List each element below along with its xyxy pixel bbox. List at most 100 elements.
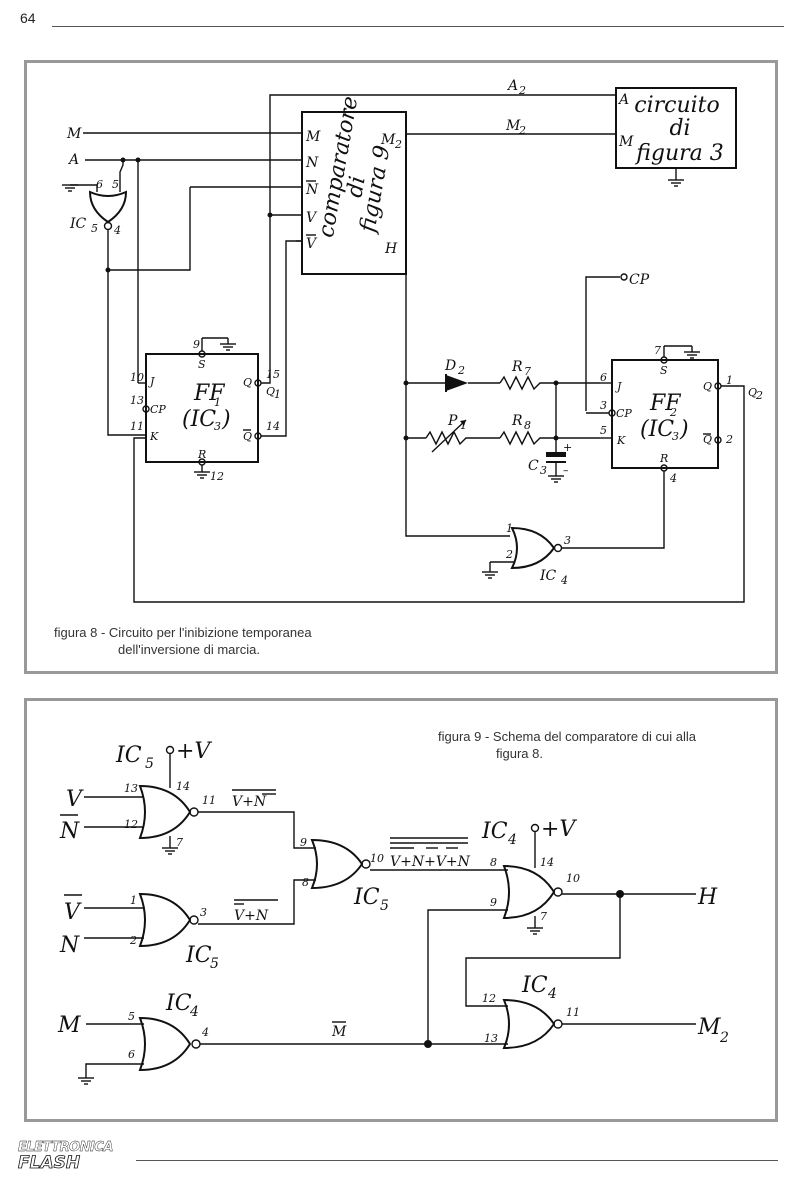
svg-text:+V: +V <box>541 817 577 842</box>
svg-text:7: 7 <box>524 365 531 378</box>
cp-label: CP <box>629 272 650 288</box>
svg-text:FF: FF <box>193 381 225 406</box>
svg-text:2: 2 <box>725 433 733 446</box>
svg-text:14: 14 <box>176 780 190 793</box>
comp-pin-nbar: N <box>305 182 319 198</box>
svg-text:K: K <box>616 434 626 447</box>
comp-pin-m2: M <box>380 132 396 148</box>
svg-text:CP: CP <box>150 403 166 416</box>
svg-text:12: 12 <box>124 818 138 831</box>
svg-text:1: 1 <box>130 894 137 907</box>
svg-text:): ) <box>221 407 231 432</box>
figure-9-caption: figura 9 - Schema del comparatore di cui… <box>438 728 768 762</box>
svg-text:14: 14 <box>266 420 280 433</box>
svg-text:R: R <box>511 359 523 375</box>
circuit3-line1: circuito <box>634 93 720 118</box>
input-m-label: M <box>66 126 82 142</box>
svg-text:9: 9 <box>490 896 497 909</box>
svg-text:11: 11 <box>202 794 216 807</box>
logo-line1: ELETTRONICA <box>18 1140 114 1155</box>
comp-pin-vbar: V <box>306 236 318 252</box>
svg-text:11: 11 <box>566 1006 580 1019</box>
svg-text:4: 4 <box>669 472 677 485</box>
comparator-title-2: di <box>342 174 370 199</box>
svg-text:Q: Q <box>748 386 757 399</box>
svg-text:4: 4 <box>547 986 557 1002</box>
svg-text:5: 5 <box>145 756 154 772</box>
svg-text:2: 2 <box>518 84 526 97</box>
svg-text:8: 8 <box>302 876 309 889</box>
svg-text:M: M <box>618 134 634 150</box>
svg-text:Q: Q <box>266 385 275 398</box>
comp-pin-n: N <box>305 155 319 171</box>
header-rule <box>52 26 784 27</box>
comparator-title-1: comparatore <box>314 94 363 239</box>
svg-text:H: H <box>697 885 718 910</box>
circuit3-line2: di <box>669 116 690 141</box>
svg-text:D: D <box>444 358 456 374</box>
svg-text:J: J <box>148 375 155 388</box>
svg-text:V: V <box>66 787 84 812</box>
svg-text:(IC: (IC <box>640 417 674 442</box>
figure-8-caption-line1: figura 8 - Circuito per l'inibizione tem… <box>54 625 312 640</box>
svg-text:K: K <box>149 430 159 443</box>
svg-text:4: 4 <box>507 832 517 848</box>
svg-text:10: 10 <box>130 371 144 384</box>
svg-text:Q: Q <box>243 376 252 389</box>
svg-text:2: 2 <box>755 389 763 402</box>
svg-text:+: + <box>563 441 572 454</box>
comp-pin-m: M <box>305 129 321 145</box>
svg-text:M: M <box>57 1013 81 1038</box>
svg-text:13: 13 <box>130 394 144 407</box>
svg-text:5: 5 <box>91 222 98 235</box>
svg-text:7: 7 <box>540 910 547 923</box>
svg-text:IC: IC <box>353 885 380 910</box>
svg-text:2: 2 <box>669 406 677 419</box>
svg-text:M: M <box>505 118 521 134</box>
svg-text:5: 5 <box>210 956 219 972</box>
comparator-box <box>301 111 407 275</box>
svg-text:N: N <box>59 933 80 958</box>
svg-text:4: 4 <box>189 1004 199 1020</box>
svg-text:3: 3 <box>540 464 547 477</box>
svg-text:9: 9 <box>300 836 307 849</box>
svg-text:5: 5 <box>128 1010 135 1023</box>
svg-text:12: 12 <box>482 992 496 1005</box>
svg-text:14: 14 <box>540 856 554 869</box>
circuit3-line3: figura 3 <box>634 141 724 166</box>
svg-text:2: 2 <box>394 138 402 151</box>
svg-text:15: 15 <box>266 368 280 381</box>
svg-text:FF: FF <box>649 391 681 416</box>
svg-text:2: 2 <box>457 364 465 377</box>
svg-text:M: M <box>697 1015 721 1040</box>
svg-text:P: P <box>447 413 458 429</box>
svg-text:J: J <box>615 380 622 393</box>
svg-text:IC: IC <box>115 743 142 768</box>
svg-text:Q: Q <box>243 430 252 443</box>
page-number: 64 <box>20 10 36 26</box>
svg-text:2: 2 <box>505 548 513 561</box>
svg-text:6: 6 <box>128 1048 135 1061</box>
svg-text:5: 5 <box>600 424 607 437</box>
svg-text:N: N <box>59 819 80 844</box>
svg-text:1: 1 <box>726 374 733 387</box>
svg-text:6: 6 <box>600 371 607 384</box>
figure-9-frame <box>24 698 778 1122</box>
footer-rule <box>136 1160 778 1161</box>
svg-text:1: 1 <box>506 522 513 535</box>
figure-9-caption-line2: figura 8. <box>496 746 543 761</box>
svg-text:2: 2 <box>719 1030 729 1046</box>
svg-text:7: 7 <box>176 836 183 849</box>
svg-text:3: 3 <box>672 430 679 443</box>
figure-8-caption: figura 8 - Circuito per l'inibizione tem… <box>54 624 394 658</box>
svg-text:IC: IC <box>185 943 212 968</box>
ic4-label: IC <box>539 568 557 584</box>
svg-text:6: 6 <box>96 178 103 191</box>
svg-text:3: 3 <box>200 906 207 919</box>
input-a-label: A <box>67 152 79 168</box>
svg-text:V: V <box>64 900 82 925</box>
svg-text:12: 12 <box>210 470 224 483</box>
svg-text:V+N: V+N <box>232 794 267 810</box>
svg-text:5: 5 <box>112 178 119 191</box>
svg-text:8: 8 <box>524 419 531 432</box>
